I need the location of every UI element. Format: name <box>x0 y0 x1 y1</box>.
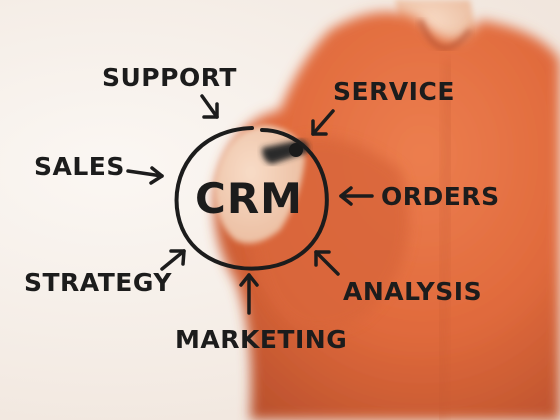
center-circle <box>174 126 329 271</box>
collar-fold <box>417 18 473 51</box>
service-label: SERVICE <box>333 77 455 106</box>
analysis-arrow <box>314 250 340 276</box>
placket-fold <box>435 59 455 420</box>
marketing-arrow <box>239 273 259 315</box>
strategy-arrow <box>160 249 186 271</box>
marketing-label: MARKETING <box>175 325 347 354</box>
sales-label: SALES <box>34 152 125 181</box>
analysis-label: ANALYSIS <box>343 277 482 306</box>
strategy-label: STRATEGY <box>24 268 172 297</box>
support-label: SUPPORT <box>102 63 237 92</box>
sales-arrow <box>126 166 164 185</box>
service-arrow <box>311 109 335 136</box>
orders-label: ORDERS <box>381 182 500 211</box>
support-arrow <box>200 94 219 119</box>
crm-label: CRM <box>195 174 303 223</box>
marker-tip <box>289 143 303 157</box>
orders-arrow <box>339 186 374 206</box>
